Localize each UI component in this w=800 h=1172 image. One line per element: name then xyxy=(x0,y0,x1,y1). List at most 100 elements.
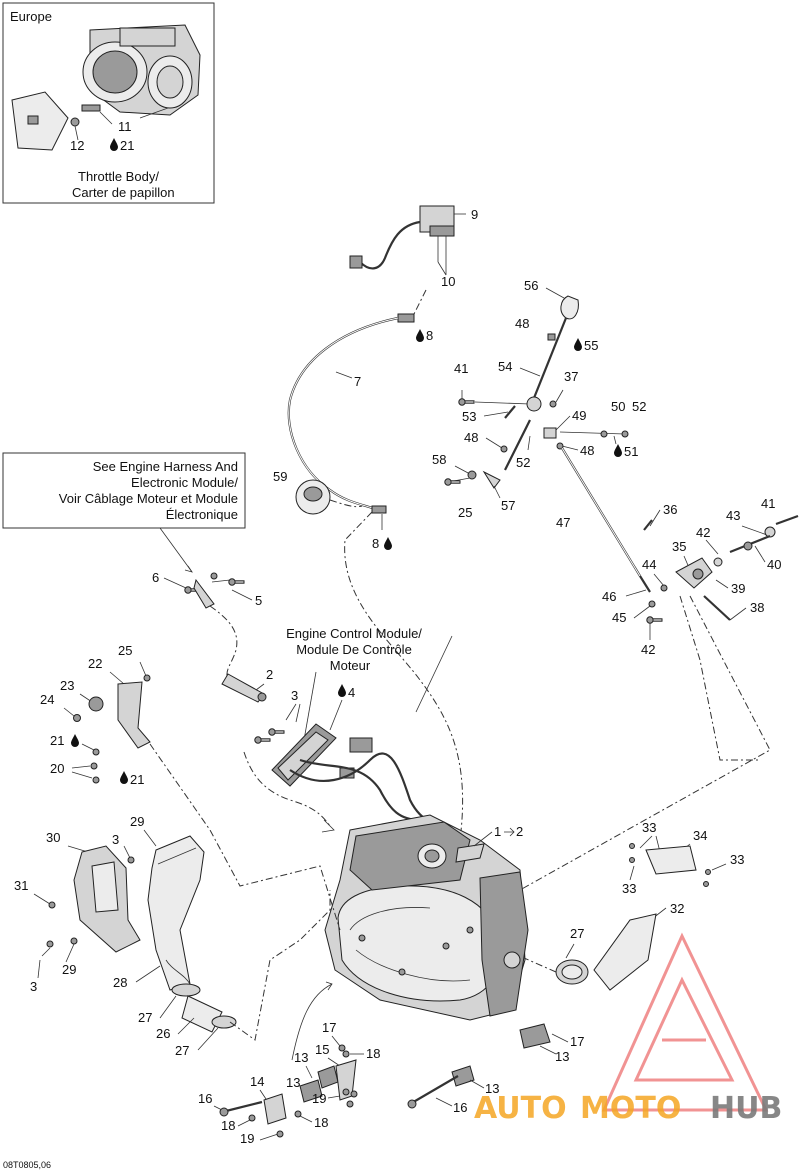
callout-42: 42 xyxy=(696,525,710,540)
bolt-icon xyxy=(228,578,245,586)
callout-55: 55 xyxy=(584,338,598,353)
sensor-group: 6 5 2 xyxy=(152,570,273,703)
callout-27: 27 xyxy=(570,926,584,941)
callout-21: 21 xyxy=(130,772,144,787)
bolt-icon xyxy=(458,398,475,406)
callout-19: 19 xyxy=(312,1091,326,1106)
engine-bracket-illustration xyxy=(117,681,151,749)
grease-drop-icon xyxy=(416,329,424,342)
bolt-icon xyxy=(268,728,285,736)
ecm-label-line3: Moteur xyxy=(330,658,371,673)
engine-mount-illustration xyxy=(519,1023,551,1049)
callout-31: 31 xyxy=(14,878,28,893)
callout-18: 18 xyxy=(366,1046,380,1061)
callout-59: 59 xyxy=(273,469,287,484)
callout-3: 3 xyxy=(112,832,119,847)
bolt-icon xyxy=(444,478,461,486)
callout-18: 18 xyxy=(221,1118,235,1133)
watermark-triangle-icon xyxy=(601,932,769,1112)
callout-48: 48 xyxy=(464,430,478,445)
cylinder-head-illustration xyxy=(349,821,471,891)
grease-drop-icon xyxy=(338,684,346,697)
callout-19: 19 xyxy=(240,1131,254,1146)
callout-52: 52 xyxy=(632,399,646,414)
grease-drop-icon xyxy=(110,138,118,151)
callout-25: 25 xyxy=(118,643,132,658)
right-duct-group: 33 34 33 33 32 27 xyxy=(523,820,744,991)
callout-36: 36 xyxy=(663,502,677,517)
duct-group: 30 31 29 3 29 3 28 27 26 27 xyxy=(14,814,331,1058)
harness-note-line1: See Engine Harness And xyxy=(93,459,238,474)
callout-48: 48 xyxy=(580,443,594,458)
callout-47: 47 xyxy=(556,515,570,530)
callout-6: 6 xyxy=(152,570,159,585)
callout-1: 1 xyxy=(494,824,501,839)
callout-57: 57 xyxy=(501,498,515,513)
drawing-code: 08T0805,06 xyxy=(3,1160,51,1170)
callout-25: 25 xyxy=(458,505,472,520)
harness-note-line4: Électronique xyxy=(166,507,238,522)
europe-inset: Europe 11 12 21 Throttle Body/ Carter de… xyxy=(2,2,215,204)
left-bracket-group: 25 22 23 24 21 20 21 xyxy=(40,643,341,931)
clamp-illustration xyxy=(171,983,201,997)
callout-33: 33 xyxy=(642,820,656,835)
grease-drop-icon xyxy=(120,771,128,784)
callout-3: 3 xyxy=(291,688,298,703)
harness-note-line3: Voir Câblage Moteur et Module xyxy=(59,491,238,506)
callout-24: 24 xyxy=(40,692,54,707)
watermark-word-moto: MOTO xyxy=(580,1091,681,1126)
ecm-label-line2: Module De Contrôle xyxy=(296,642,412,657)
callout-58: 58 xyxy=(432,452,446,467)
callout-7: 7 xyxy=(354,374,361,389)
callout-8: 8 xyxy=(426,328,433,343)
watermark-word-auto: AUTO xyxy=(474,1091,567,1126)
throttle-cover-illustration xyxy=(11,91,69,151)
sensor-2-illustration xyxy=(221,673,265,703)
callout-2: 2 xyxy=(516,824,523,839)
ecm-group: Engine Control Module/ Module De Contrôl… xyxy=(243,626,453,833)
callout-17: 17 xyxy=(322,1020,336,1035)
callout-4: 4 xyxy=(348,685,355,700)
callout-13: 13 xyxy=(555,1049,569,1064)
harness-note-line2: Electronic Module/ xyxy=(131,475,238,490)
callout-27: 27 xyxy=(175,1043,189,1058)
callout-56: 56 xyxy=(524,278,538,293)
callout-26: 26 xyxy=(156,1026,170,1041)
air-duct-illustration xyxy=(147,835,205,991)
automotohub-watermark: AUTO MOTO HUB xyxy=(474,932,782,1126)
callout-39: 39 xyxy=(731,581,745,596)
callout-12: 12 xyxy=(70,138,84,153)
callout-51: 51 xyxy=(624,444,638,459)
callout-21: 21 xyxy=(50,733,64,748)
callout-29: 29 xyxy=(62,962,76,977)
callout-41: 41 xyxy=(761,496,775,511)
callout-28: 28 xyxy=(113,975,127,990)
callout-2: 2 xyxy=(266,667,273,682)
bolt-icon xyxy=(254,736,271,744)
callout-14: 14 xyxy=(250,1074,264,1089)
callout-8: 8 xyxy=(372,536,379,551)
callout-23: 23 xyxy=(60,678,74,693)
callout-16: 16 xyxy=(198,1091,212,1106)
callout-35: 35 xyxy=(672,539,686,554)
inset-region-label: Europe xyxy=(10,9,52,24)
callout-37: 37 xyxy=(564,369,578,384)
callout-50: 50 xyxy=(611,399,625,414)
grease-drop-icon xyxy=(71,734,79,747)
callout-33: 33 xyxy=(730,852,744,867)
callout-15: 15 xyxy=(315,1042,329,1057)
callout-46: 46 xyxy=(602,589,616,604)
callout-52: 52 xyxy=(516,455,530,470)
callout-3: 3 xyxy=(30,979,37,994)
callout-54: 54 xyxy=(498,359,512,374)
callout-48: 48 xyxy=(515,316,529,331)
ecm-label-line1: Engine Control Module/ xyxy=(286,626,422,641)
callout-9: 9 xyxy=(471,207,478,222)
engine-illustration: 1 2 xyxy=(324,814,529,1021)
callout-42: 42 xyxy=(641,642,655,657)
harness-note: See Engine Harness And Electronic Module… xyxy=(2,452,246,573)
callout-34: 34 xyxy=(693,828,707,843)
callout-27: 27 xyxy=(138,1010,152,1025)
